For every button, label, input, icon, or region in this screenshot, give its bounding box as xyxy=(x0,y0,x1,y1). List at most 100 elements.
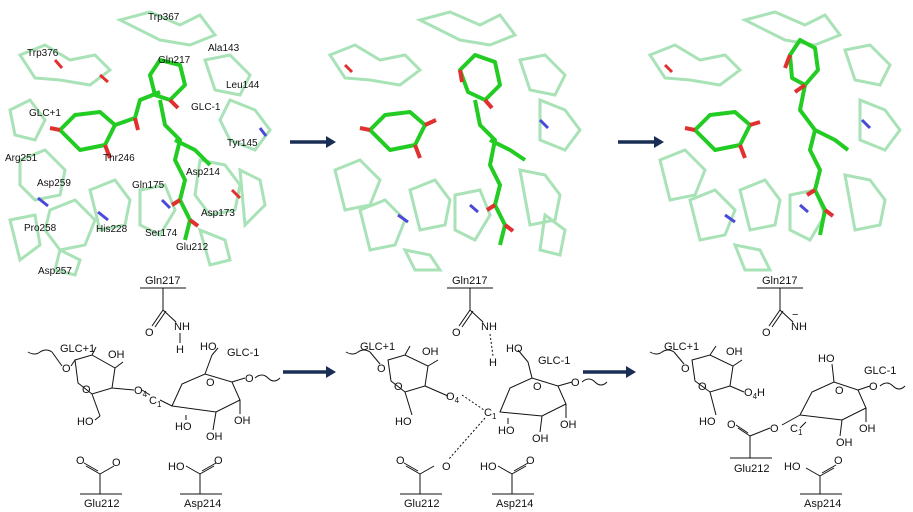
scheme1-nh: NH xyxy=(174,321,190,333)
label-glc-plus1: GLC+1 xyxy=(29,108,61,119)
scheme3-asp-ho: HO xyxy=(784,461,801,473)
scheme3-carbonyl-o: O xyxy=(727,419,736,431)
scheme3-nh-charge: − xyxy=(792,309,798,321)
hetero-atom-highlights xyxy=(37,59,268,222)
scheme2-gln217: Gln217 xyxy=(452,275,487,287)
hetero-atom-highlights xyxy=(663,63,872,224)
label-his228: His228 xyxy=(96,224,128,235)
scheme1-o4: O4 xyxy=(134,385,148,399)
substrate-oxygens xyxy=(684,54,835,218)
arrows xyxy=(283,136,664,378)
faint-protein-residues xyxy=(8,10,272,277)
faint-protein-residues xyxy=(647,10,902,272)
scheme1-glc-minus1: GLC-1 xyxy=(227,347,259,359)
scheme2-ho-left: HO xyxy=(395,416,412,428)
scheme3-ho-left: HO xyxy=(699,416,716,428)
scheme1-o-left: O xyxy=(62,363,71,375)
scheme1-glu212: Glu212 xyxy=(84,498,119,510)
label-asp259: Asp259 xyxy=(37,178,71,189)
scheme1-glc-plus1: GLC+1 xyxy=(60,343,95,355)
label-asp257: Asp257 xyxy=(38,266,72,277)
scheme1-ho-bottom: HO xyxy=(175,421,192,433)
scheme1-ho-left: HO xyxy=(77,416,94,428)
scheme1-oh-bottom: OH xyxy=(206,431,223,443)
scheme2-glc-minus1: GLC-1 xyxy=(538,355,570,367)
scheme2-h: H xyxy=(489,357,497,369)
scheme2-glu-o: O xyxy=(396,455,405,467)
arrow-bottom-1 xyxy=(283,366,336,378)
scheme2-ho-bottom: HO xyxy=(498,425,515,437)
scheme1-ho-top: HO xyxy=(200,341,217,353)
scheme1-gln-o: O xyxy=(145,327,154,339)
scheme2-nh: NH xyxy=(481,321,497,333)
hetero-atom-highlights xyxy=(343,63,550,224)
scheme2-asp-o: O xyxy=(526,455,535,467)
scheme3-oh-top: OH xyxy=(726,346,743,358)
scheme3-ester-o: O xyxy=(770,423,779,435)
md-snapshot-panel-2 xyxy=(327,10,582,272)
arrow-bottom-2 xyxy=(583,366,636,378)
scheme3-nh: NH xyxy=(791,321,807,333)
scheme3-ring-o2: O xyxy=(835,385,844,397)
scheme-3-labels: Gln217 O NH − GLC+1 OH O O O4H HO HO GLC… xyxy=(664,275,896,510)
scheme1-ring-o2: O xyxy=(206,377,215,389)
scheme3-glu212: Glu212 xyxy=(734,463,769,475)
scheme3-asp214: Asp214 xyxy=(804,498,841,510)
label-tyr145: Tyr145 xyxy=(227,138,258,149)
substrate-oxygens xyxy=(49,98,200,228)
scheme1-asp214: Asp214 xyxy=(184,498,221,510)
arrow-top-2 xyxy=(618,136,664,148)
md-snapshot-panel-3 xyxy=(647,10,902,272)
scheme3-c1: C1 xyxy=(790,423,803,437)
scheme2-o4: O4 xyxy=(446,391,460,405)
scheme1-oh-top: OH xyxy=(108,349,125,361)
scheme2-gln-o: O xyxy=(452,327,461,339)
scheme3-o4h: O4H xyxy=(744,387,765,401)
scheme3-o-right: O xyxy=(869,381,878,393)
scheme3-gln217: Gln217 xyxy=(762,275,797,287)
scheme2-oh-right: OH xyxy=(560,419,577,431)
scheme2-asp-ho: HO xyxy=(480,461,497,473)
scheme3-oh-bottom: OH xyxy=(836,437,853,449)
scheme-3 xyxy=(649,287,906,495)
scheme2-asp214: Asp214 xyxy=(496,498,533,510)
scheme2-oh-bottom: OH xyxy=(532,433,549,445)
scheme1-asp-ho: HO xyxy=(168,461,185,473)
arrow-top-1 xyxy=(290,136,336,148)
label-asp173: Asp173 xyxy=(201,208,235,219)
scheme1-glu-o: O xyxy=(76,455,85,467)
label-thr246: Thr246 xyxy=(103,153,135,164)
scheme2-oh-top: OH xyxy=(422,346,439,358)
scheme1-ring-o: O xyxy=(82,384,91,396)
residue-labels: Trp367 Trp376 Gln217 Ala143 Leu144 GLC+1… xyxy=(5,12,260,277)
scheme1-asp-o: O xyxy=(214,455,223,467)
label-trp367: Trp367 xyxy=(148,12,180,23)
substrate-oxygens xyxy=(359,69,515,233)
substrate-bold-sticks xyxy=(693,38,850,236)
label-glc-minus1: GLC-1 xyxy=(191,102,221,113)
label-ala143: Ala143 xyxy=(208,43,240,54)
scheme1-oh-right: OH xyxy=(234,415,251,427)
scheme1-glu-ominus: O xyxy=(112,457,121,469)
label-arg251: Arg251 xyxy=(5,153,38,164)
scheme3-gln-o: O xyxy=(762,327,771,339)
scheme3-oh-right: OH xyxy=(859,423,876,435)
scheme2-glu-o2: O xyxy=(442,461,451,473)
scheme3-ring-o: O xyxy=(698,381,707,393)
scheme3-glc-plus1: GLC+1 xyxy=(664,341,699,353)
label-ser174: Ser174 xyxy=(145,228,178,239)
scheme1-h: H xyxy=(176,344,184,356)
scheme2-c1: C1 xyxy=(484,407,497,421)
label-asp214: Asp214 xyxy=(186,167,220,178)
scheme2-ho-top: HO xyxy=(506,343,523,355)
scheme1-gln217: Gln217 xyxy=(145,275,180,287)
scheme2-o-right: O xyxy=(571,377,580,389)
scheme-1 xyxy=(27,287,281,495)
scheme-2 xyxy=(345,287,608,495)
scheme-1-labels: Gln217 O NH H GLC+1 OH O O O4 C1 HO HO G… xyxy=(60,275,259,510)
substrate-bold-sticks xyxy=(368,53,527,246)
scheme2-o-left: O xyxy=(377,363,386,375)
scheme1-c1: C1 xyxy=(149,395,162,409)
scheme2-ring-o2: O xyxy=(533,381,542,393)
